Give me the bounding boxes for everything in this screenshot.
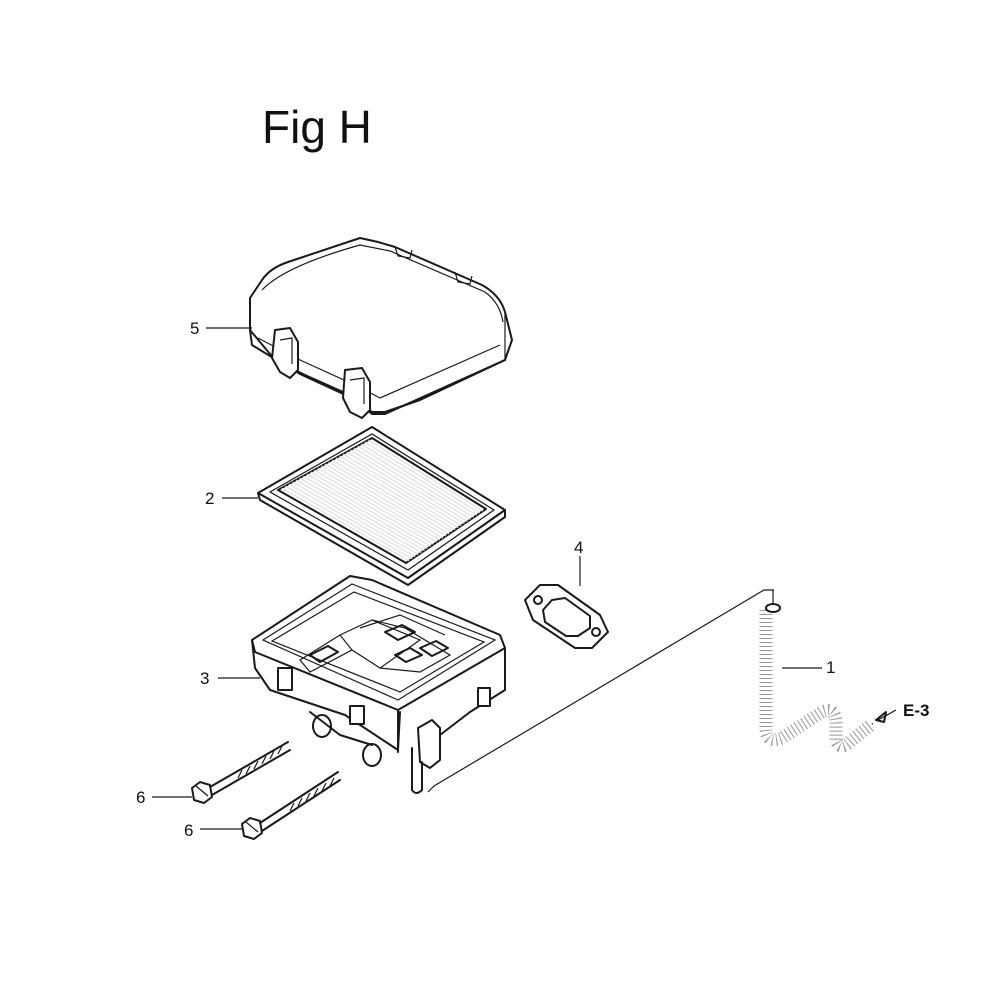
pleat-line [339, 455, 459, 529]
pleat-line [364, 441, 481, 514]
pleat-line [324, 463, 447, 537]
pleat-line [350, 449, 468, 522]
pleat-line [342, 453, 462, 527]
gasket [524, 584, 609, 649]
pleat-line [310, 471, 434, 545]
air-filter-element [257, 426, 506, 586]
pleat-line [284, 485, 413, 560]
bolt-lower [241, 771, 341, 840]
callout-2: 2 [205, 489, 214, 508]
leader-lines [152, 327, 897, 830]
bolt-upper [191, 741, 291, 804]
pleat-line [321, 465, 444, 539]
callout-5: 5 [190, 319, 199, 338]
pleat-line [357, 445, 474, 518]
breather-hose [759, 590, 877, 753]
pleat-line [288, 483, 416, 558]
air-cleaner-case [251, 575, 506, 794]
pleat-line [313, 469, 438, 543]
reference-label: E-3 [903, 701, 929, 720]
connection-line [427, 589, 774, 793]
callout-6-upper: 6 [136, 788, 145, 807]
pleat-line [360, 443, 478, 516]
pleat-line [317, 467, 441, 541]
callout-3: 3 [200, 669, 209, 688]
pleat-line [328, 461, 450, 535]
pleat-line [281, 487, 410, 562]
callout-1: 1 [826, 658, 835, 677]
filter-pleats [281, 439, 484, 562]
pleat-line [295, 479, 422, 554]
callout-4: 4 [574, 538, 583, 557]
callout-6-lower: 6 [184, 821, 193, 840]
pleat-line [368, 439, 484, 512]
pleat-line [306, 473, 431, 547]
pleat-line [346, 451, 465, 524]
pleat-line [331, 459, 453, 533]
pleat-line [292, 481, 419, 556]
pleat-line [335, 457, 456, 531]
pleat-line [299, 477, 425, 551]
air-cleaner-cover [249, 237, 513, 419]
pleat-line [303, 475, 428, 549]
figure-title: Fig H [262, 101, 372, 153]
pleat-line [353, 447, 471, 520]
